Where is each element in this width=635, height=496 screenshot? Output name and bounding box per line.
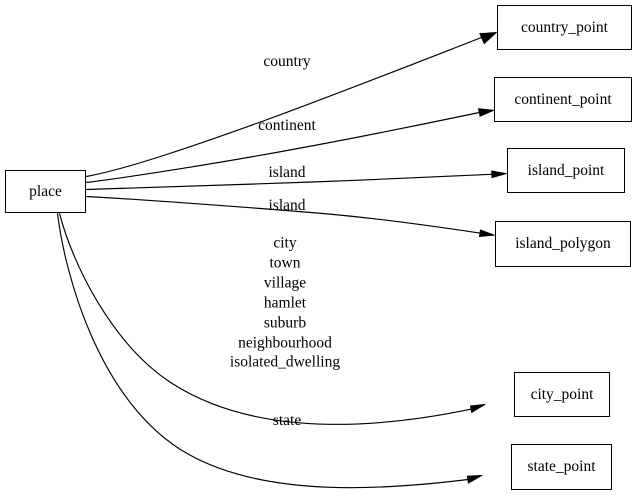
node-city-point-label: city_point bbox=[530, 385, 594, 403]
node-place-label: place bbox=[29, 182, 62, 200]
node-country-point[interactable]: country_point bbox=[497, 5, 632, 50]
edge-state[interactable] bbox=[56, 213, 483, 489]
node-island-point[interactable]: island_point bbox=[507, 148, 625, 193]
edge-city[interactable] bbox=[58, 213, 486, 425]
node-island-point-label: island_point bbox=[527, 161, 605, 179]
edge-label-city-line-6: neighbourhood bbox=[238, 333, 332, 351]
node-city-point[interactable]: city_point bbox=[514, 372, 610, 417]
node-country-point-label: country_point bbox=[521, 18, 608, 36]
edge-island-polygon-path bbox=[86, 195, 481, 234]
edge-label-city-line-5: suburb bbox=[263, 313, 307, 331]
node-place[interactable]: place bbox=[5, 170, 86, 213]
edge-city-arrowhead bbox=[469, 403, 486, 414]
edge-country-path bbox=[86, 36, 482, 178]
edge-island-polygon[interactable] bbox=[86, 195, 495, 238]
edge-label-continent: continent bbox=[258, 116, 316, 136]
node-continent-point[interactable]: continent_point bbox=[494, 77, 632, 122]
edge-label-island-polygon: island bbox=[268, 196, 305, 216]
node-continent-point-label: continent_point bbox=[514, 90, 612, 108]
edge-label-continent-line: continent bbox=[258, 117, 316, 134]
edge-label-state-line: state bbox=[272, 412, 302, 429]
edge-state-path bbox=[56, 213, 469, 489]
edge-island-point-arrowhead bbox=[491, 170, 507, 179]
edge-label-city-line-3: village bbox=[263, 274, 307, 292]
edge-island-point[interactable] bbox=[86, 170, 507, 191]
edge-label-city-line-7: isolated_dwelling bbox=[229, 353, 341, 371]
node-island-polygon-label: island_polygon bbox=[515, 235, 611, 253]
edge-island-polygon-arrowhead bbox=[478, 229, 495, 238]
edge-label-city-line-1: city bbox=[273, 234, 297, 252]
edge-label-city-line-4: hamlet bbox=[263, 294, 307, 312]
edge-state-arrowhead bbox=[466, 474, 483, 484]
edge-label-island-point-line: island bbox=[268, 164, 306, 181]
edge-continent[interactable] bbox=[86, 108, 496, 184]
edge-label-state: state bbox=[273, 411, 301, 431]
edge-country-arrowhead bbox=[479, 31, 498, 45]
edge-label-city-line-2: town bbox=[269, 254, 301, 272]
node-state-point-label: state_point bbox=[527, 458, 596, 476]
edge-continent-arrowhead bbox=[477, 108, 496, 117]
edge-label-country: country bbox=[263, 52, 310, 72]
edge-city-path bbox=[58, 213, 472, 425]
node-island-polygon[interactable]: island_polygon bbox=[495, 221, 631, 267]
edge-island-point-path bbox=[86, 173, 492, 191]
edge-label-island-point: island bbox=[268, 163, 305, 183]
node-state-point[interactable]: state_point bbox=[511, 444, 612, 490]
edge-label-city: city town village hamlet suburb neighbou… bbox=[230, 233, 340, 372]
edge-label-country-line: country bbox=[263, 53, 311, 70]
edge-continent-path bbox=[86, 111, 480, 184]
edge-label-island-polygon-line: island bbox=[268, 197, 306, 214]
edge-country[interactable] bbox=[86, 31, 498, 178]
